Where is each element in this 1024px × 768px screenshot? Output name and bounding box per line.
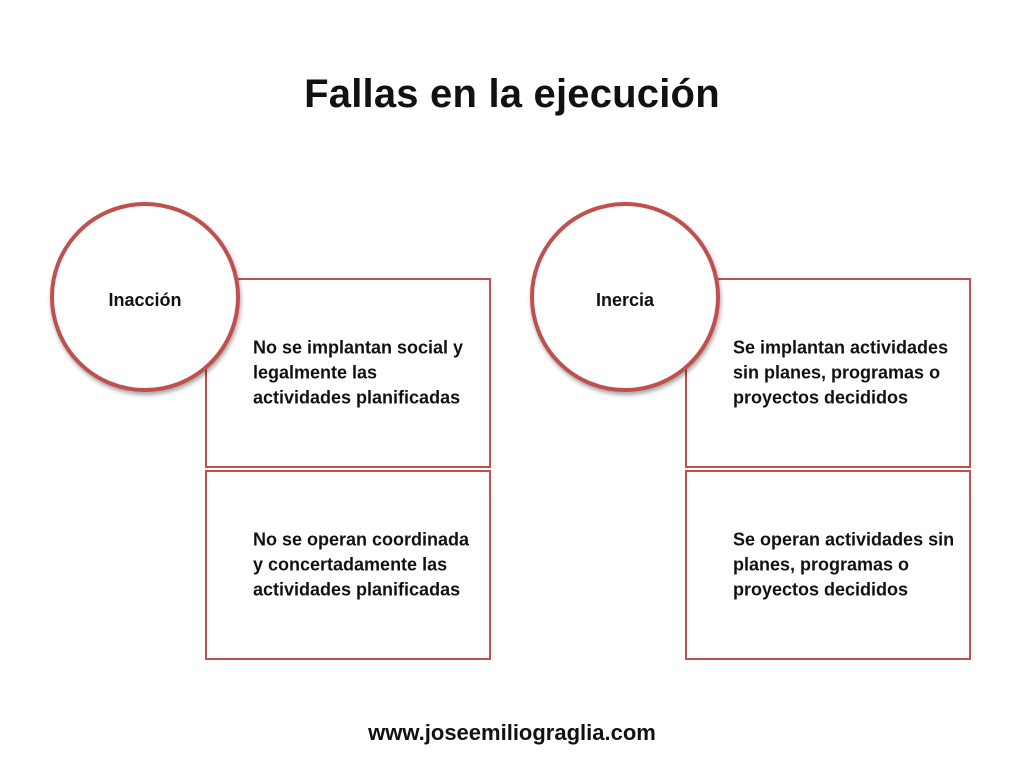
box-text: Se implantan actividades sin planes, pro… [733, 337, 949, 408]
box-text: Se operan actividades sin planes, progra… [733, 529, 955, 600]
group-inaccion: No se implantan social y legalmente las … [48, 200, 518, 670]
circle-label: Inercia [595, 290, 655, 310]
box-inercia-operacion: Se operan actividades sin planes, progra… [685, 470, 971, 660]
circle-inercia: Inercia [530, 202, 720, 392]
box-inercia-implantacion: Se implantan actividades sin planes, pro… [685, 278, 971, 468]
circle-inaccion: Inacción [50, 202, 240, 392]
box-inaccion-implantacion: No se implantan social y legalmente las … [205, 278, 491, 468]
slide-title: Fallas en la ejecución [304, 72, 720, 116]
group-inercia: Se implantan actividades sin planes, pro… [528, 200, 998, 670]
footer-url: www.joseemiliograglia.com [368, 720, 656, 745]
box-text: No se implantan social y legalmente las … [253, 337, 464, 408]
box-inaccion-operacion: No se operan coordinada y concertadament… [205, 470, 491, 660]
circle-label: Inacción [108, 290, 182, 310]
box-text: No se operan coordinada y concertadament… [253, 529, 470, 600]
